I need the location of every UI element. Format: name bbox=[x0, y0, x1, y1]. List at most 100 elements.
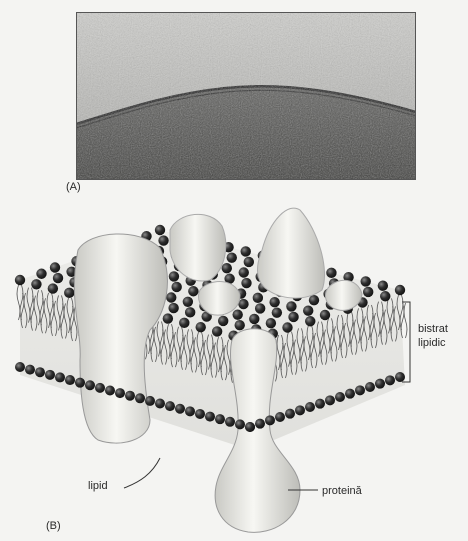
lipid-head bbox=[395, 285, 405, 295]
lipid-head bbox=[125, 391, 135, 401]
lipid-head bbox=[65, 375, 75, 385]
lipid-head bbox=[275, 412, 285, 422]
lipid-head bbox=[171, 282, 181, 292]
lipid-head bbox=[235, 320, 245, 330]
lipid-head bbox=[241, 278, 251, 288]
lipid-head bbox=[85, 380, 95, 390]
protein-top-right bbox=[257, 208, 324, 298]
lipid-leader-line bbox=[124, 458, 160, 488]
lipid-head bbox=[249, 314, 259, 324]
bilayer-label-line2: lipidic bbox=[418, 336, 468, 350]
lipid-head bbox=[48, 283, 58, 293]
lipid-head bbox=[183, 297, 193, 307]
lipid-tail bbox=[404, 303, 407, 338]
panel-b-label: (B) bbox=[46, 520, 61, 532]
lipid-head bbox=[95, 383, 105, 393]
lipid-head bbox=[53, 273, 63, 283]
lipid-head bbox=[375, 379, 385, 389]
lipid-head bbox=[35, 367, 45, 377]
lipid-head bbox=[25, 365, 35, 375]
lipid-head bbox=[305, 316, 315, 326]
lipid-head bbox=[245, 422, 255, 432]
lipid-head bbox=[163, 313, 173, 323]
lipid-head bbox=[269, 297, 279, 307]
lipid-head bbox=[282, 322, 292, 332]
lipid-head bbox=[222, 263, 232, 273]
lipid-head bbox=[15, 362, 25, 372]
lipid-head bbox=[135, 393, 145, 403]
lipid-head bbox=[380, 291, 390, 301]
lipid-head bbox=[75, 378, 85, 388]
bilayer-label-line1: bistrat bbox=[418, 322, 468, 336]
lipid-head bbox=[286, 301, 296, 311]
lipid-head bbox=[272, 307, 282, 317]
lipid-head bbox=[215, 414, 225, 424]
lipid-head bbox=[288, 312, 298, 322]
lipid-head bbox=[335, 392, 345, 402]
lipid-head bbox=[253, 293, 263, 303]
lipid-head bbox=[255, 419, 265, 429]
lipid-head bbox=[166, 292, 176, 302]
lipid-head bbox=[158, 235, 168, 245]
lipid-head bbox=[365, 382, 375, 392]
lipid-head bbox=[244, 257, 254, 267]
lipid-head bbox=[218, 316, 228, 326]
lipid-head bbox=[169, 271, 179, 281]
lipid-head bbox=[361, 276, 371, 286]
lipid-head bbox=[196, 322, 206, 332]
lipid-head bbox=[227, 252, 237, 262]
lipid-head bbox=[155, 225, 165, 235]
lipid-tail bbox=[17, 285, 20, 320]
lipid-head bbox=[385, 375, 395, 385]
lipid-head bbox=[315, 399, 325, 409]
lipid-head bbox=[179, 318, 189, 328]
lipid-head bbox=[185, 406, 195, 416]
lipid-head bbox=[115, 388, 125, 398]
lipid-head bbox=[241, 246, 251, 256]
lipid-head bbox=[345, 389, 355, 399]
lipid-head bbox=[325, 395, 335, 405]
lipid-head bbox=[165, 401, 175, 411]
protein-small-center bbox=[198, 282, 240, 315]
lipid-head bbox=[285, 409, 295, 419]
lipid-head bbox=[36, 269, 46, 279]
lipid-head bbox=[395, 372, 405, 382]
lipid-head bbox=[188, 286, 198, 296]
lipid-head bbox=[235, 419, 245, 429]
protein-label: proteină bbox=[322, 485, 362, 497]
lipid-head bbox=[232, 309, 242, 319]
lipid-head bbox=[225, 417, 235, 427]
lipid-head bbox=[55, 372, 65, 382]
lipid-head bbox=[239, 267, 249, 277]
lipid-head bbox=[64, 288, 74, 298]
lipid-head bbox=[45, 370, 55, 380]
lipid-head bbox=[363, 287, 373, 297]
lipid-head bbox=[145, 396, 155, 406]
lipid-head bbox=[255, 303, 265, 313]
lipid-head bbox=[378, 281, 388, 291]
lipid-head bbox=[320, 310, 330, 320]
lipid-head bbox=[303, 306, 313, 316]
lipid-head bbox=[355, 385, 365, 395]
lipid-head bbox=[265, 415, 275, 425]
lipid-head bbox=[31, 279, 41, 289]
lipid-head bbox=[50, 262, 60, 272]
lipid-head bbox=[175, 404, 185, 414]
lipid-head bbox=[155, 399, 165, 409]
lipid-head bbox=[309, 295, 319, 305]
lipid-head bbox=[195, 409, 205, 419]
bilayer-label: bistrat lipidic bbox=[418, 322, 468, 350]
lipid-label: lipid bbox=[88, 480, 108, 492]
lipid-head bbox=[168, 303, 178, 313]
lipid-head bbox=[105, 385, 115, 395]
micrograph-panel-a bbox=[76, 12, 416, 180]
lipid-head bbox=[15, 275, 25, 285]
lipid-head bbox=[212, 326, 222, 336]
lipid-head bbox=[305, 402, 315, 412]
lipid-head bbox=[185, 307, 195, 317]
lipid-head bbox=[266, 318, 276, 328]
lipid-head bbox=[326, 268, 336, 278]
lipid-head bbox=[295, 405, 305, 415]
lipid-head bbox=[205, 412, 215, 422]
membrane-diagram-panel-b bbox=[0, 190, 468, 541]
